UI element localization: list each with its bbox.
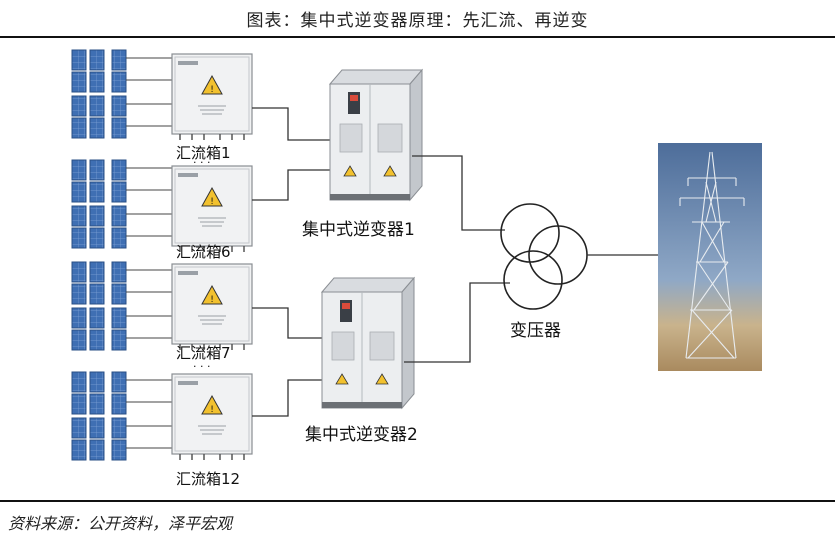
combiner-box-1 <box>171 53 253 141</box>
wire-combiner1-inverter1 <box>252 107 330 141</box>
figure-title: 图表：集中式逆变器原理：先汇流、再逆变 <box>246 11 589 31</box>
ellipsis-upper: · · · <box>193 156 210 169</box>
combiner-label-7: 汇流箱7 <box>176 344 231 362</box>
inverter-label-1: 集中式逆变器1 <box>302 220 415 240</box>
transformer-label: 变压器 <box>510 321 561 341</box>
inverter-cabinet-1 <box>329 69 423 201</box>
source-note: 资料来源：公开资料，泽平宏观 <box>8 514 233 533</box>
wire-inverter1-transformer <box>412 155 505 231</box>
top-rule <box>0 36 835 38</box>
wire-combiner7-inverter2 <box>252 307 325 339</box>
combiner-box-6 <box>171 165 253 253</box>
wire-combiner12-inverter2 <box>252 379 325 417</box>
inverter-cabinet-2 <box>321 277 415 409</box>
pv-panel-group-1 <box>71 49 173 139</box>
ellipsis-lower: · · · <box>193 360 210 373</box>
bottom-rule <box>0 500 835 502</box>
wire-inverter2-transformer <box>404 282 510 363</box>
combiner-box-12 <box>171 373 253 461</box>
combiner-label-1: 汇流箱1 <box>176 144 231 162</box>
pv-panel-group-7 <box>71 261 173 351</box>
combiner-label-6: 汇流箱6 <box>176 243 231 261</box>
combiner-label-12: 汇流箱12 <box>176 470 240 488</box>
combiner-box-7 <box>171 263 253 351</box>
wire-combiner6-inverter1 <box>252 169 330 201</box>
pv-panel-group-12 <box>71 371 173 461</box>
inverter-label-2: 集中式逆变器2 <box>305 425 418 445</box>
transmission-tower-image <box>658 143 762 371</box>
pv-panel-group-6 <box>71 159 173 249</box>
transformer-symbol <box>500 203 588 310</box>
